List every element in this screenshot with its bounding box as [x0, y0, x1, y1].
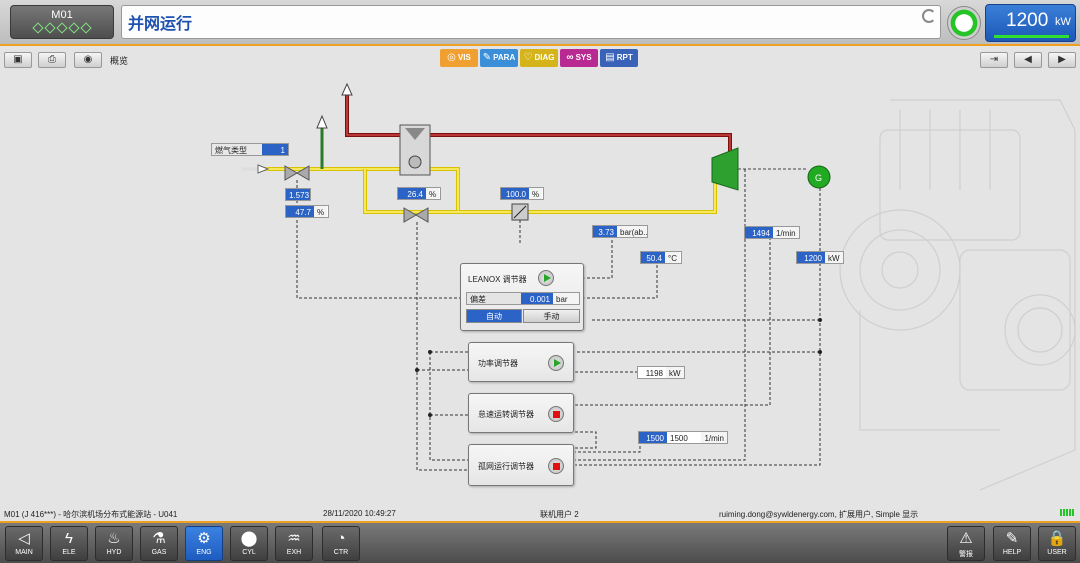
gas-type-value[interactable]: 1	[262, 144, 288, 155]
power-unit: kW	[1055, 16, 1071, 28]
status-user: 联机用户 2	[540, 510, 579, 519]
nav-user[interactable]: 🔒USER	[1038, 526, 1076, 561]
island-speed-display: 1500 1500 1/min	[638, 431, 728, 444]
print-icon[interactable]: ⎙	[38, 52, 66, 68]
hydraulic-icon: ♨	[107, 530, 121, 547]
engine-icon: ⚙	[197, 530, 211, 547]
stethoscope-icon: ♡	[523, 52, 533, 63]
stop-icon[interactable]	[548, 406, 564, 422]
nav-gas[interactable]: ⚗GAS	[140, 526, 178, 561]
leanox-title: LEANOX 调节器	[468, 275, 527, 284]
wrench-icon: ✎	[482, 52, 492, 63]
back-arrow-icon[interactable]: ◀	[1014, 52, 1042, 68]
header-bar: M01 并网运行 1200 kW	[0, 0, 1080, 46]
nav-ctr[interactable]: ◔CTR	[322, 526, 360, 561]
report-icon: ▤	[605, 52, 615, 63]
nav-cyl[interactable]: ⬤CYL	[230, 526, 268, 561]
play-icon[interactable]	[538, 270, 554, 286]
nav-help[interactable]: ✎HELP	[993, 526, 1031, 561]
exit-icon[interactable]: ⇥	[980, 52, 1008, 68]
gas-valve-percent: 47.7%	[285, 205, 329, 218]
page-title: 并网运行	[128, 14, 193, 33]
stop-icon[interactable]	[548, 458, 564, 474]
status-ring-icon	[947, 6, 981, 40]
tab-vis[interactable]: ◎VIS	[440, 49, 478, 67]
status-site: M01 (J 416***) - 哈尔滨机场分布式能源站 - U041	[4, 510, 178, 519]
island-controller-title: 孤网运行调节器	[478, 462, 534, 471]
tab-diag[interactable]: ♡DIAG	[520, 49, 558, 67]
gas-type-label: 燃气类型	[212, 144, 262, 155]
signal-icon	[1060, 509, 1074, 516]
operation-mode-title: 并网运行	[121, 5, 941, 39]
nav-main[interactable]: ◁MAIN	[5, 526, 43, 561]
gas-type-display: 燃气类型 1	[211, 143, 289, 156]
bypass-percent: 26.4%	[397, 187, 441, 200]
power-controller-panel: 功率调节器	[468, 342, 574, 382]
breadcrumb-overview: 概览	[110, 56, 129, 66]
engine-outline-drawing	[839, 99, 1076, 491]
temperature-display: 50.4°C	[640, 251, 682, 264]
power-display: 1200 kW	[985, 4, 1076, 42]
tab-para[interactable]: ✎PARA	[480, 49, 518, 67]
island-controller-panel: 孤网运行调节器	[468, 444, 574, 486]
eye-icon: ◎	[447, 52, 456, 63]
lock-icon: 🔒	[1047, 530, 1067, 547]
control-icon: ◔	[336, 530, 346, 547]
process-lines: G	[242, 82, 1076, 491]
nav-alarm[interactable]: ⚠警报	[947, 526, 985, 561]
leanox-controller-panel: LEANOX 调节器 偏差 0.001 bar 自动 手动	[460, 263, 584, 331]
forward-arrow-icon[interactable]: ▶	[1048, 52, 1076, 68]
power-controller-title: 功率调节器	[478, 359, 518, 368]
gas-icon: ⚗	[152, 530, 166, 547]
gas-valve-value: 1.573	[285, 188, 311, 201]
refresh-icon[interactable]	[922, 9, 936, 23]
idle-controller-panel: 怠速运转调节器	[468, 393, 574, 433]
status-datetime: 28/11/2020 10:49:27	[323, 509, 396, 518]
status-diamonds-icon	[11, 22, 113, 34]
link-icon: ∞	[566, 52, 574, 63]
manual-mode-button[interactable]: 手动	[523, 309, 580, 323]
nav-eng[interactable]: ⚙ENG	[185, 526, 223, 561]
cylinder-icon: ⬤	[240, 530, 258, 547]
power-value: 1200	[1006, 10, 1049, 31]
lightning-icon: ϟ	[65, 530, 73, 547]
engine-process-diagram: G	[0, 70, 1080, 506]
tab-rpt[interactable]: ▤RPT	[600, 49, 638, 67]
deviation-row: 偏差 0.001 bar	[466, 292, 580, 305]
camera-icon[interactable]: ◉	[74, 52, 102, 68]
unit-label: M01	[51, 9, 73, 21]
main-icon: ◁	[18, 530, 30, 547]
unit-select-button[interactable]: M01	[10, 5, 114, 39]
auto-mode-button[interactable]: 自动	[466, 309, 522, 323]
nav-hyd[interactable]: ♨HYD	[95, 526, 133, 561]
generator-label: G	[815, 173, 822, 183]
play-icon[interactable]	[548, 355, 564, 371]
warning-icon: ⚠	[959, 530, 973, 547]
help-icon: ✎	[1005, 530, 1019, 547]
power-bar	[994, 35, 1069, 38]
throttle-percent: 100.0%	[500, 187, 544, 200]
tab-sys[interactable]: ∞SYS	[560, 49, 598, 67]
deviation-value: 0.001	[521, 293, 553, 304]
exhaust-icon: ♒	[287, 530, 301, 547]
idle-controller-title: 怠速运转调节器	[478, 410, 534, 419]
status-bar: M01 (J 416***) - 哈尔滨机场分布式能源站 - U041 28/1…	[0, 507, 1080, 521]
status-account: ruiming.dong@sywldenergy.com, 扩展用户, Simp…	[719, 510, 919, 519]
screens-icon[interactable]: ▣	[4, 52, 32, 68]
nav-exh[interactable]: ♒EXH	[275, 526, 313, 561]
